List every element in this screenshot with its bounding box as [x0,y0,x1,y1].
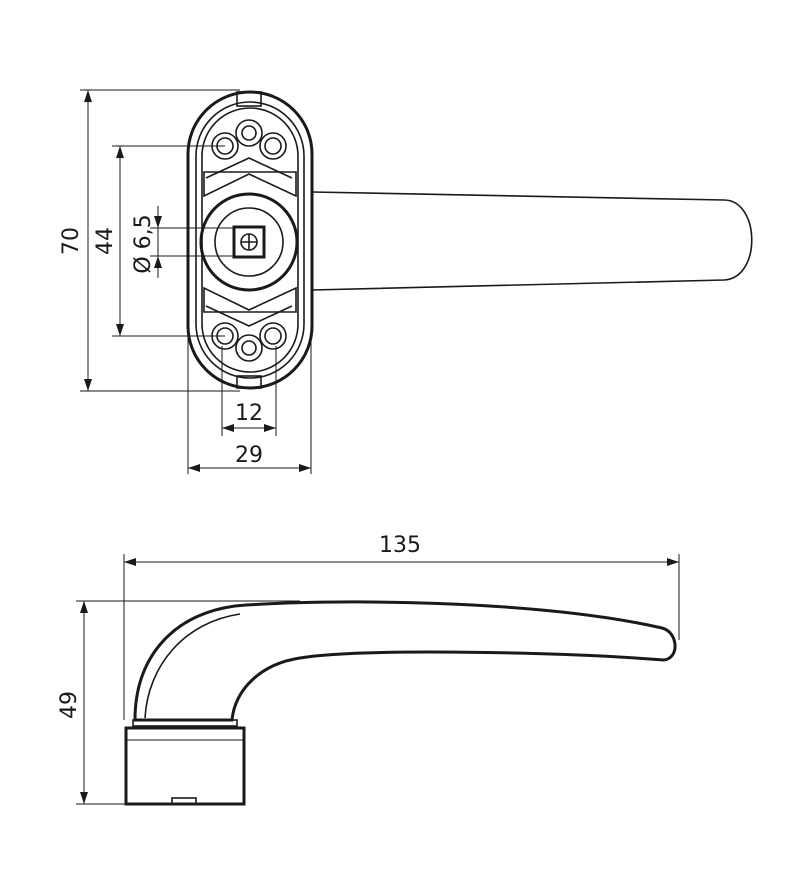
spindle-boss [199,192,299,292]
cover-diamond [203,171,297,198]
dimension-49: 49 [57,691,82,719]
top-view-dimensions: 70 44 Ø 6,5 12 29 [59,89,312,474]
square-spindle [232,225,266,259]
lever-arm-top [311,191,753,291]
top-view [186,90,753,390]
rosette-inner [195,101,305,379]
dimension-spindle-diameter: Ø 6,5 [131,214,156,273]
dimension-29: 29 [235,443,263,468]
side-view [124,600,677,806]
bottom-screw-holes [211,322,287,362]
top-notch [236,91,262,107]
base-slot [171,797,197,805]
base-block [124,726,246,806]
side-view-dimensions: 135 49 [57,533,680,805]
bottom-notch [236,375,262,389]
top-screw-holes [211,119,287,160]
dimension-44: 44 [93,227,118,255]
spindle-screw [240,233,258,251]
dimension-70: 70 [59,227,84,255]
dimension-135: 135 [379,533,421,558]
lever-side-outline [133,600,677,722]
neck-ring [132,719,238,727]
cover-diamond-lower [203,286,297,313]
dimension-12: 12 [235,401,263,426]
